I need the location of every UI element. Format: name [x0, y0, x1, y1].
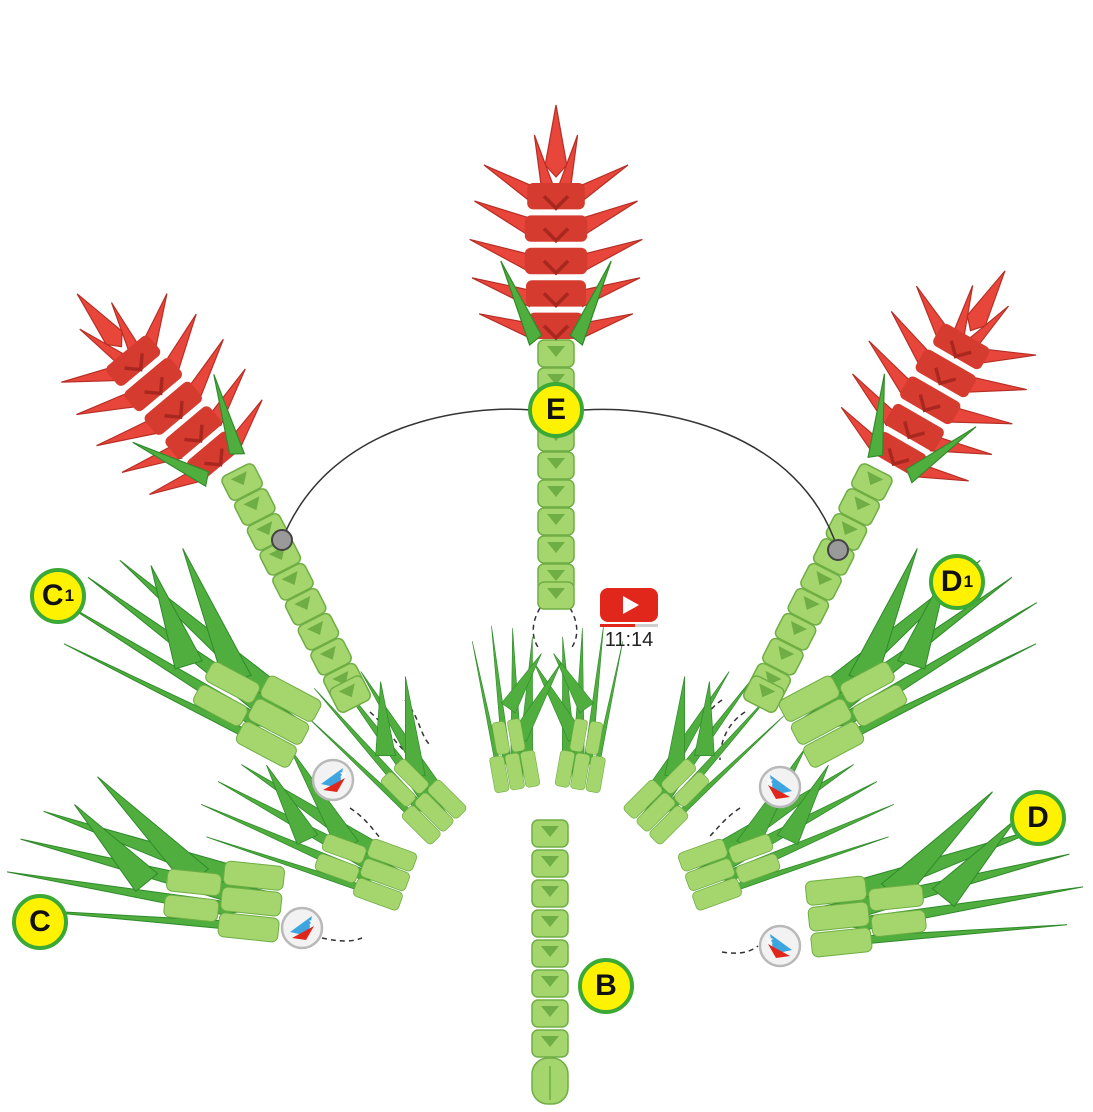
connector-badge-icon	[313, 760, 353, 800]
connector-badge-icon	[760, 767, 800, 807]
arc-connector-right	[584, 409, 838, 550]
pivot-dot-left	[272, 530, 292, 550]
video-timestamp: 11:14	[594, 629, 664, 652]
label-e: E	[528, 382, 584, 438]
play-button-icon[interactable]	[600, 588, 658, 622]
label-c1: C1	[30, 568, 86, 624]
label-b: B	[578, 958, 634, 1014]
label-c: C	[12, 894, 68, 950]
video-progress-bar	[600, 624, 658, 627]
arc-connector	[282, 409, 532, 540]
flower-head-right	[818, 229, 1076, 511]
flower-head-center	[470, 105, 643, 345]
label-d: D	[1010, 790, 1066, 846]
video-reference[interactable]: 11:14	[594, 588, 664, 652]
label-d1: D1	[929, 554, 985, 610]
connector-badge-icon	[760, 926, 800, 966]
connector-badge-icon	[282, 908, 322, 948]
pivot-dot-right	[828, 540, 848, 560]
